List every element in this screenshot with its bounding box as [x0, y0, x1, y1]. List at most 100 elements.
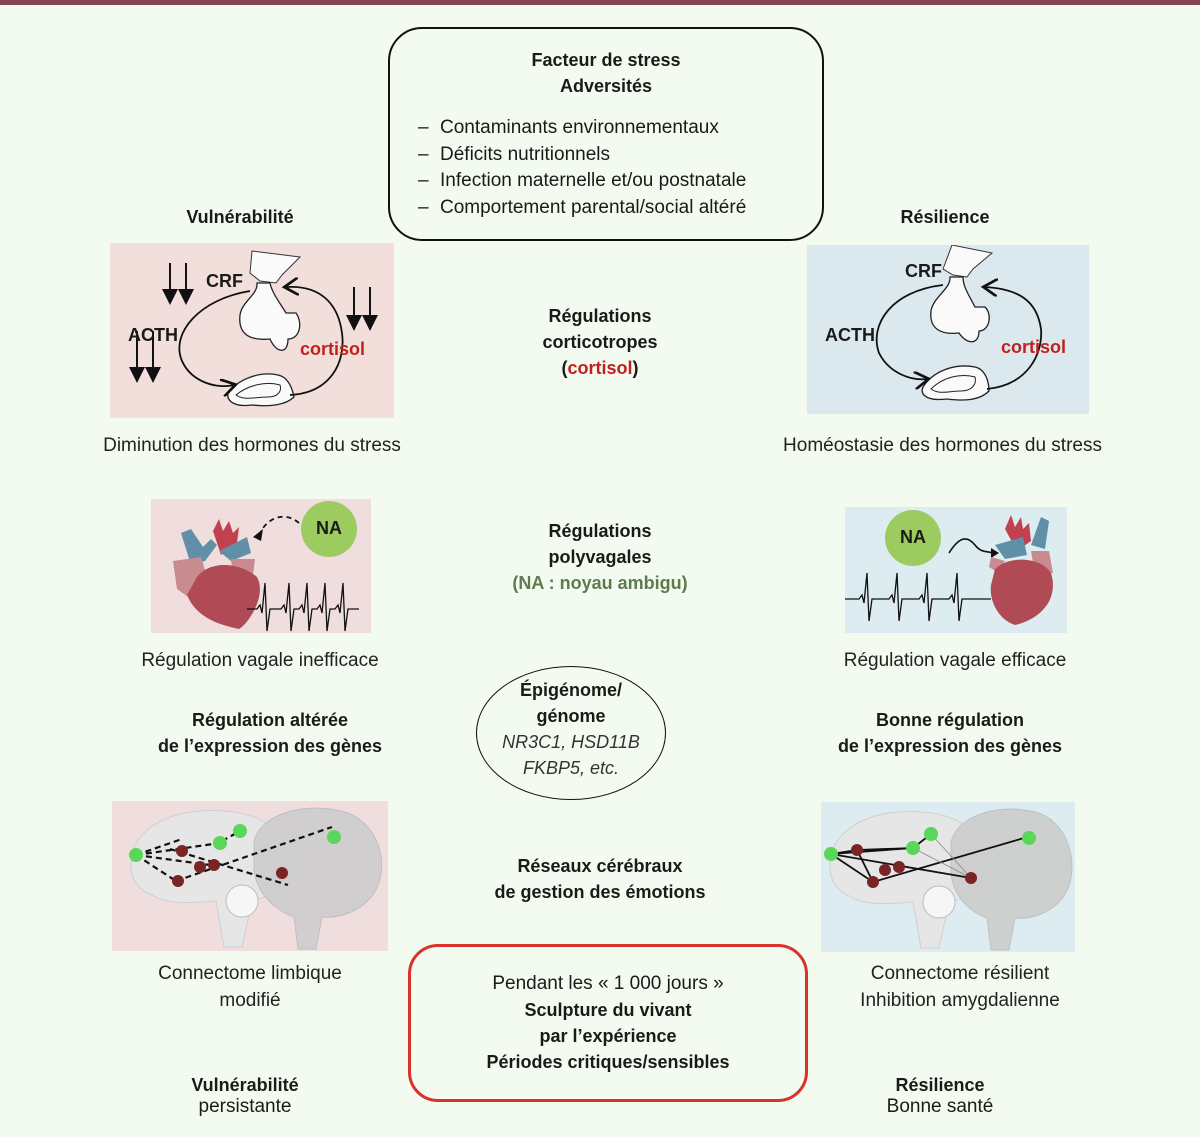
green-node	[906, 841, 920, 855]
adrenal-shape	[227, 373, 295, 407]
hypothalamus-shape	[249, 250, 302, 284]
red-node	[208, 859, 220, 871]
cortisol-feedback-arrow	[985, 287, 1042, 390]
green-node	[129, 848, 143, 862]
down-arrows-icon	[129, 263, 378, 383]
period-line1: Pendant les « 1 000 jours »	[492, 973, 724, 994]
networks-line2: de gestion des émotions	[494, 882, 706, 902]
list-item: Déficits nutritionnels	[418, 142, 746, 169]
red-node	[851, 844, 863, 856]
resilience-heading: Résilience	[900, 207, 990, 227]
crf-to-adrenal-arrow	[178, 290, 251, 386]
brain-nodes	[129, 824, 341, 887]
red-node	[194, 861, 206, 873]
gene-heading-line1: Régulation altérée	[191, 710, 349, 730]
acth-label: ACTH	[825, 325, 875, 345]
na-node	[301, 501, 357, 557]
resilience-hpa-caption: Homéostasie des hormones du stress	[783, 435, 1102, 456]
brain-caption-line1: Connectome limbique	[158, 963, 342, 984]
ecg-trace-icon	[845, 572, 991, 622]
red-node	[867, 876, 879, 888]
ecg-trace-icon	[247, 582, 359, 632]
cortisol-label: cortisol	[1001, 337, 1067, 357]
stress-factor-list: Contaminants environnementaux Déficits n…	[418, 115, 746, 221]
adrenal-shape	[921, 365, 990, 401]
outcome-line1: Vulnérabilité	[191, 1075, 299, 1095]
resilience-outcome: Résilience Bonne santé	[820, 1074, 1060, 1118]
resilience-brain-panel	[821, 802, 1075, 952]
vulnerability-outcome: Vulnérabilité persistante	[125, 1074, 365, 1118]
cortico-line2: corticotropes	[542, 332, 658, 352]
heart-vagal-diagram	[845, 510, 1053, 625]
top-accent-bar	[0, 0, 1200, 5]
hypothalamus-shape	[942, 245, 994, 278]
stress-title-line2: Adversités	[559, 76, 653, 96]
outcome-line1: Résilience	[895, 1075, 985, 1095]
good-gene-regulation-heading: Bonne régulation de l’expression des gèn…	[790, 707, 1110, 759]
green-node	[327, 830, 341, 844]
brain-networks-label: Réseaux cérébraux de gestion des émotion…	[450, 853, 750, 905]
brain-caption-line2: modifié	[219, 990, 281, 1011]
acth-label: ACTH	[128, 325, 178, 345]
resilient-connectome-diagram	[824, 808, 1073, 951]
green-node	[233, 824, 247, 838]
resilience-hpa-panel: CRF ACTH cortisol	[807, 245, 1089, 414]
na-node	[885, 510, 941, 566]
red-node	[172, 875, 184, 887]
brain-lateral-icon	[950, 808, 1073, 951]
period-line2: Sculpture du vivant	[524, 1000, 692, 1020]
red-node	[176, 845, 188, 857]
heart-icon	[989, 515, 1053, 625]
green-node	[1022, 831, 1036, 845]
vulnerability-brain-panel	[112, 801, 388, 951]
crf-label: CRF	[206, 271, 243, 291]
vulnerability-heading: Vulnérabilité	[186, 207, 294, 227]
red-node	[276, 867, 288, 879]
cortico-line1: Régulations	[548, 306, 652, 326]
brain-caption-line2: Inhibition amygdalienne	[860, 990, 1060, 1011]
vulnerability-hpa-caption: Diminution des hormones du stress	[103, 435, 401, 456]
polyvagal-regulation-label: Régulations polyvagales (NA : noyau ambi…	[470, 518, 730, 596]
na-label: NA	[900, 527, 926, 547]
poly-line3: (NA : noyau ambigu)	[512, 573, 688, 593]
cortisol-text: cortisol	[567, 358, 633, 378]
stress-factor-box: Facteur de stress Adversités Contaminant…	[388, 27, 824, 241]
period-line4: Périodes critiques/sensibles	[486, 1052, 730, 1072]
paren-open: (	[561, 358, 568, 378]
epigenome-ellipse: Épigénome/ génome NR3C1, HSD11B FKBP5, e…	[476, 666, 666, 800]
limbic-connectome-diagram	[129, 807, 383, 950]
resilience-vagal-caption: Régulation vagale efficace	[843, 650, 1067, 671]
poly-line1: Régulations	[548, 521, 652, 541]
period-line3: par l’expérience	[539, 1026, 677, 1046]
resilience-brain-caption: Connectome résilient Inhibition amygdali…	[800, 960, 1120, 1014]
stress-title-line1: Facteur de stress	[531, 50, 681, 70]
crf-to-adrenal-arrow	[875, 284, 944, 379]
pituitary-shape	[239, 282, 301, 351]
hpa-axis-diagram	[129, 250, 378, 407]
outcome-line2: persistante	[198, 1096, 292, 1117]
cortisol-feedback-arrow	[286, 287, 344, 396]
vulnerability-brain-caption: Connectome limbique modifié	[100, 960, 400, 1014]
outcome-line2: Bonne santé	[886, 1096, 994, 1117]
poly-line2: polyvagales	[548, 547, 652, 567]
list-item: Contaminants environnementaux	[418, 115, 746, 142]
green-node	[924, 827, 938, 841]
epi-line1: Épigénome/	[519, 680, 622, 700]
epi-genes-line2: FKBP5, etc.	[522, 758, 620, 778]
gene-heading-line2: de l’expression des gènes	[837, 736, 1063, 756]
paren-close: )	[632, 358, 639, 378]
dashed-arrow-icon	[258, 515, 300, 536]
gene-heading-line1: Bonne régulation	[876, 710, 1024, 730]
resilience-vagal-panel: NA	[845, 507, 1067, 633]
vulnerability-vagal-panel: NA	[151, 499, 371, 633]
cortisol-label: cortisol	[300, 339, 366, 359]
pituitary-shape	[930, 276, 990, 343]
hpa-axis-diagram	[875, 245, 1042, 401]
corticotropic-regulation-label: Régulations corticotropes (cortisol)	[480, 303, 720, 381]
red-node	[879, 864, 891, 876]
list-item: Infection maternelle et/ou postnatale	[418, 168, 746, 195]
arrow-icon	[948, 538, 994, 554]
red-node	[893, 861, 905, 873]
networks-line1: Réseaux cérébraux	[517, 856, 683, 876]
altered-gene-regulation-heading: Régulation altérée de l’expression des g…	[110, 707, 430, 759]
